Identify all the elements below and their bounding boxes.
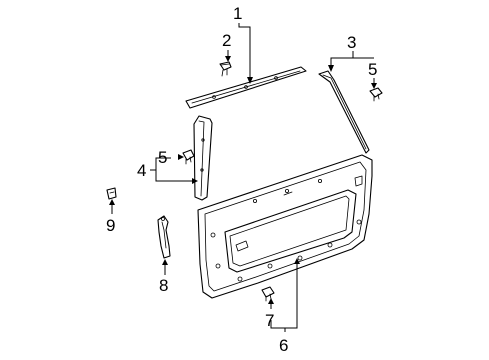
callout-5-right: 5 xyxy=(368,60,377,79)
callout-4: 4 xyxy=(137,161,146,180)
callout-labels: 1 2 3 5 5 4 9 8 7 6 xyxy=(106,4,377,355)
callout-6: 6 xyxy=(279,336,288,355)
back-door-trim-panel xyxy=(197,154,373,299)
clip-part-7 xyxy=(261,286,275,302)
left-side-garnish-strip xyxy=(193,115,213,201)
leader-arrowheads xyxy=(109,56,377,304)
callout-3: 3 xyxy=(347,33,356,52)
pull-strap-part-8 xyxy=(157,215,171,259)
callout-5-left: 5 xyxy=(158,148,167,167)
clip-part-2 xyxy=(219,61,232,77)
right-side-garnish-strip xyxy=(318,70,370,154)
clip-part-9 xyxy=(106,187,117,200)
callout-9: 9 xyxy=(106,216,115,235)
callout-8: 8 xyxy=(159,276,168,295)
callout-1: 1 xyxy=(233,4,242,23)
callout-7: 7 xyxy=(265,311,274,330)
clip-part-5-right xyxy=(369,87,383,102)
callout-2: 2 xyxy=(222,31,231,50)
clip-part-5-left xyxy=(182,149,195,165)
upper-garnish-strip xyxy=(185,66,307,109)
